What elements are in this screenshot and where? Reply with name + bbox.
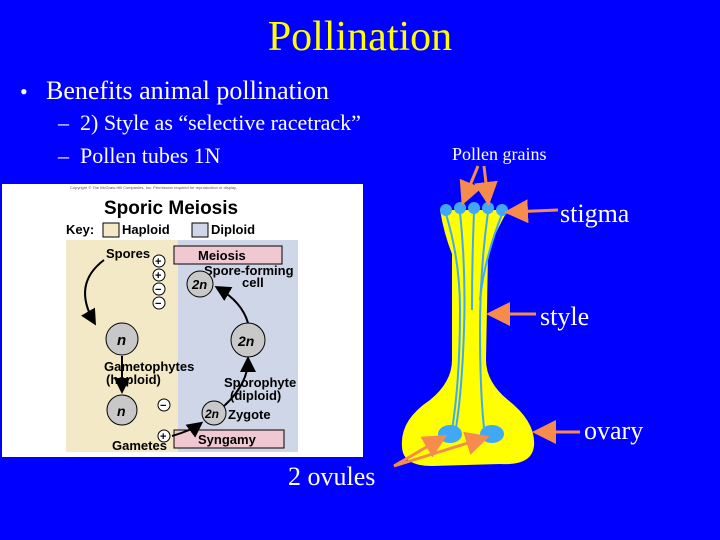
ploidy-2n: 2n	[191, 277, 207, 292]
diploid-key: Diploid	[211, 222, 255, 237]
minus-sign: −	[160, 400, 166, 412]
gametophytes-label: Gametophytes	[104, 359, 194, 374]
haploid-key: Haploid	[122, 222, 170, 237]
gamete-to-zygote-arrow	[171, 421, 204, 438]
spores-label: Spores	[106, 246, 150, 261]
gametes-label: Gametes	[112, 438, 167, 453]
pollen-tube	[445, 213, 462, 431]
ovary-label: ovary	[584, 416, 644, 445]
plus-sign: +	[155, 270, 161, 282]
syngamy-label: Syngamy	[198, 432, 257, 447]
gamete-circle	[106, 394, 138, 426]
spore-forming-label: Spore-forming	[204, 263, 294, 278]
plus-spore-icon	[152, 254, 166, 268]
sporic-meiosis-figure: Copyright © The McGraw-Hill Companies, I…	[2, 184, 363, 457]
stigma-arrow	[504, 199, 559, 224]
sub-bullet-2: – Pollen tubes 1N	[58, 143, 221, 169]
plus-sign: +	[160, 431, 166, 443]
slide-title: Pollination	[267, 14, 453, 60]
ovule-icon	[480, 425, 504, 443]
pistil-svg	[393, 165, 580, 468]
zygote-circle	[201, 400, 227, 426]
style-label: style	[540, 302, 590, 331]
sub-marker: –	[58, 143, 69, 168]
pollen-tubes	[445, 211, 503, 431]
ploidy-2n: 2n	[204, 407, 219, 421]
bullet-marker: •	[20, 79, 28, 104]
sub-bullet-text: Pollen tubes 1N	[80, 143, 221, 168]
spore-to-gametophyte-arrow	[81, 259, 105, 326]
minus-spore-icon	[152, 296, 166, 310]
sporophyte-label: Sporophyte	[224, 375, 296, 390]
pollen-grain-icon	[440, 204, 452, 216]
pointer-arrows	[393, 165, 580, 468]
plus-gamete-icon	[157, 429, 171, 443]
zygote-label: Zygote	[228, 407, 271, 422]
minus-sign: −	[155, 284, 161, 296]
diploid-swatch	[191, 222, 209, 238]
spore-forming-cell-circle	[186, 270, 214, 298]
haploid-swatch	[102, 222, 120, 238]
sub-bullet-1: – 2) Style as “selective racetrack”	[58, 110, 361, 136]
ovules-label: 2 ovules	[288, 462, 376, 491]
pollen-arrow	[459, 165, 482, 206]
meiosis-box	[173, 245, 283, 265]
gametophyte-circle	[105, 322, 139, 356]
ovule-arrow	[393, 434, 448, 468]
ploidy-2n: 2n	[237, 333, 254, 349]
ploidy-n: n	[117, 403, 126, 419]
meiosis-label: Meiosis	[198, 248, 246, 263]
minus-gamete-icon	[157, 398, 171, 412]
pollen-tube	[479, 213, 503, 301]
ovule-arrow	[393, 431, 490, 468]
gametophytes-haploid: (haploid)	[106, 372, 161, 387]
pollen-tube	[455, 211, 466, 429]
cell-label: cell	[242, 275, 264, 290]
ploidy-n: n	[117, 332, 126, 349]
figure-title: Sporic Meiosis	[104, 198, 238, 219]
bullet-item: • Benefits animal pollination	[20, 76, 329, 106]
sub-bullet-text: 2) Style as “selective racetrack”	[80, 110, 361, 135]
sporophyte-to-cell-arrow	[214, 285, 249, 324]
pollen-tube	[478, 211, 489, 429]
key-label: Key:	[66, 222, 94, 237]
bullet-text: Benefits animal pollination	[46, 76, 330, 105]
pistil-shape	[401, 210, 535, 466]
plus-sign: +	[155, 256, 161, 268]
pollen-tube	[471, 211, 475, 311]
sporic-meiosis-diagram: Copyright © The McGraw-Hill Companies, I…	[66, 185, 298, 453]
minus-sign: −	[155, 298, 161, 310]
pollen-arrow	[473, 165, 498, 206]
minus-spore-icon	[152, 282, 166, 296]
sporophyte-diploid: (diploid)	[230, 388, 281, 403]
figure-copyright: Copyright © The McGraw-Hill Companies, I…	[70, 185, 237, 190]
ovule-icon	[438, 425, 462, 443]
plus-spore-icon	[152, 268, 166, 282]
pollen-grains-label: Pollen grains	[452, 144, 547, 164]
stigma-label: stigma	[560, 199, 630, 228]
sub-marker: –	[58, 110, 69, 135]
pistil-diagram	[380, 150, 720, 490]
zygote-to-sporophyte-arrow	[223, 356, 256, 407]
